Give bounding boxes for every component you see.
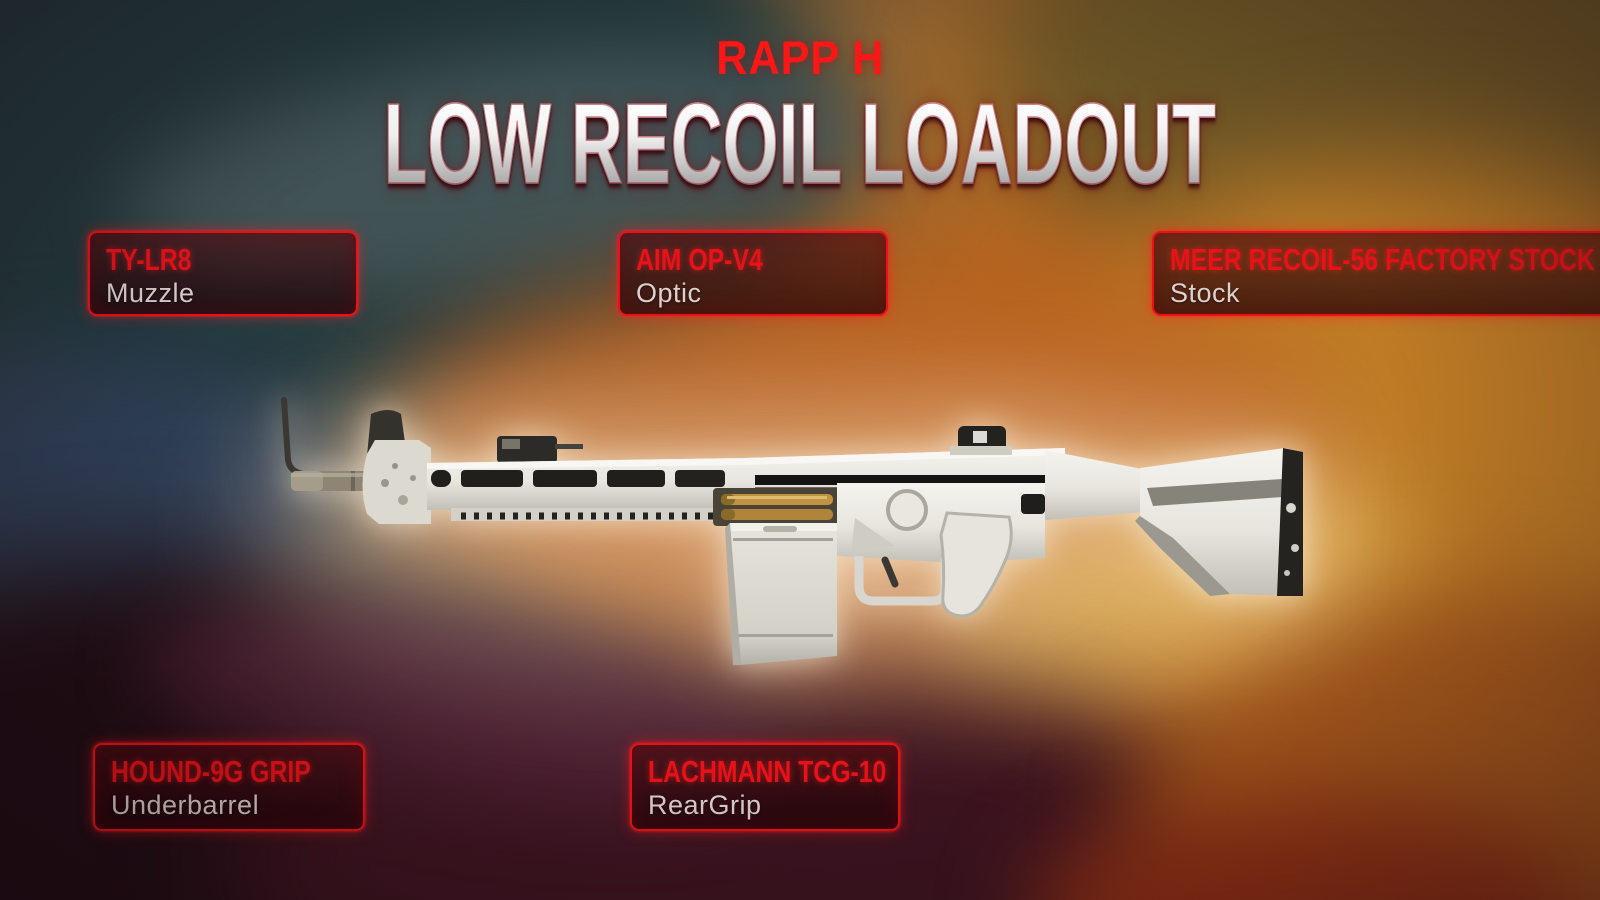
attachment-slot: Muzzle <box>106 278 356 309</box>
attachment-card-muzzle[interactable]: TY-LR8 Muzzle <box>88 231 358 316</box>
receiver-rear <box>1045 450 1147 520</box>
optic-rail-accessory <box>497 436 583 463</box>
weapon-name: RAPP H <box>0 34 1600 81</box>
rear-sight <box>950 426 1012 455</box>
attachment-card-optic[interactable]: AIM OP-V4 Optic <box>618 231 888 316</box>
butt-pad <box>1277 448 1303 596</box>
barrel-block <box>362 440 431 524</box>
attachment-name: LACHMANN TCG-10 <box>648 754 898 790</box>
attachment-name: HOUND-9G GRIP <box>111 754 363 790</box>
attachment-slot: RearGrip <box>648 790 898 821</box>
attachment-name: MEER RECOIL-56 FACTORY STOCK <box>1170 242 1600 278</box>
weapon-name-text: RAPP H <box>716 34 884 81</box>
attachment-slot: Underbarrel <box>111 790 363 821</box>
ammo-belt <box>713 488 841 526</box>
attachment-slot: Stock <box>1170 278 1600 309</box>
pistol-grip <box>939 511 1013 618</box>
attachment-card-reargrip[interactable]: LACHMANN TCG-10 RearGrip <box>630 743 900 831</box>
attachment-card-underbarrel[interactable]: HOUND-9G GRIP Underbarrel <box>93 743 365 831</box>
page-title-text: LOW RECOIL LOADOUT <box>383 87 1216 203</box>
fire-selector <box>1021 494 1045 514</box>
page-title: LOW RECOIL LOADOUT <box>0 87 1600 203</box>
attachment-card-stock[interactable]: MEER RECOIL-56 FACTORY STOCK Stock <box>1152 231 1600 316</box>
magazine <box>725 523 837 665</box>
attachment-name: AIM OP-V4 <box>636 242 886 278</box>
muzzle-attachment <box>291 471 383 491</box>
stock <box>1135 448 1303 596</box>
attachment-slot: Optic <box>636 278 886 309</box>
attachment-name: TY-LR8 <box>106 242 356 278</box>
weapon-render <box>281 397 1303 665</box>
